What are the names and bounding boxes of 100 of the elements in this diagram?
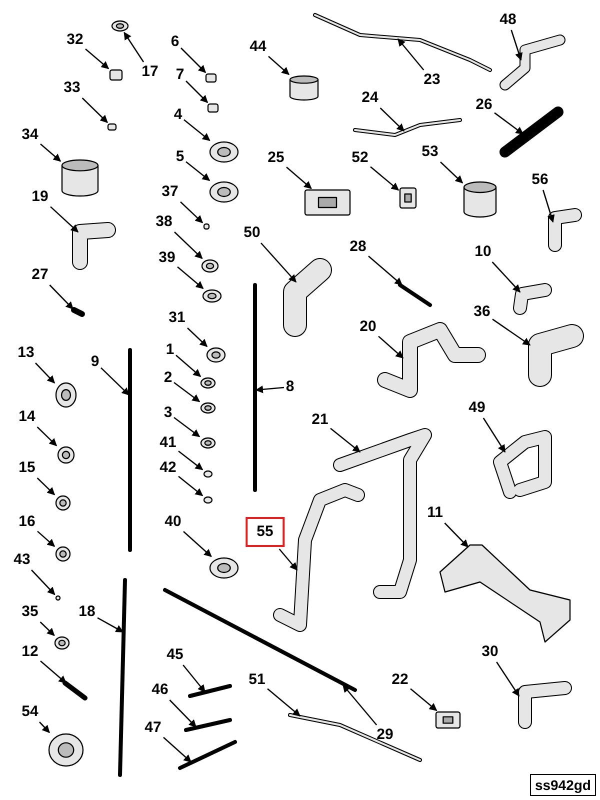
callout-number: 55 (246, 517, 284, 547)
callout-number: 45 (166, 647, 184, 663)
leader-line (510, 30, 523, 61)
callout-number: 11 (427, 505, 443, 521)
block-part (207, 103, 219, 113)
pipe-drawing (500, 34, 566, 90)
drawing-id: ss942gd (530, 774, 596, 796)
round-part (57, 446, 75, 464)
callout-number: 25 (268, 150, 284, 166)
leader-line (342, 684, 378, 726)
leader-line (368, 256, 403, 286)
leader-line (542, 190, 555, 223)
callout-number: 52 (352, 150, 368, 166)
leader-line (182, 664, 206, 693)
round-part (55, 382, 77, 408)
leader-line (50, 206, 79, 233)
leader-line (174, 416, 200, 438)
leader-line (255, 386, 284, 394)
leader-line (176, 354, 202, 377)
leader-line (180, 201, 204, 224)
callout-number: 3 (164, 405, 172, 421)
callout-number: 32 (66, 32, 84, 48)
callout-number: 23 (424, 72, 440, 88)
leader-line (177, 266, 204, 289)
pipe-drawing (518, 681, 572, 729)
round-part (209, 181, 239, 203)
callout-number: 42 (160, 460, 176, 476)
round-part (202, 289, 222, 303)
leader-line (82, 98, 108, 124)
round-part (209, 557, 239, 579)
cylinder-part (61, 159, 99, 197)
leader-line (36, 426, 58, 446)
callout-number: 16 (18, 514, 36, 530)
round-part (203, 496, 213, 504)
leader-line (180, 48, 206, 74)
pipe-drawing (513, 283, 552, 315)
pipe-drawing (493, 430, 552, 499)
callout-number: 14 (18, 409, 36, 425)
callout-number: 40 (164, 514, 182, 530)
callout-number: 28 (350, 239, 366, 255)
rod-part (500, 106, 564, 158)
callout-number: 51 (248, 672, 266, 688)
leader-line (40, 622, 55, 636)
callout-number: 9 (90, 354, 100, 370)
callout-number: 29 (376, 727, 394, 743)
leader-line (370, 166, 400, 191)
leader-line (97, 617, 124, 633)
callout-number: 8 (286, 379, 294, 395)
round-part (200, 437, 216, 449)
leader-line (169, 700, 197, 728)
leader-line (178, 450, 204, 470)
leader-line (492, 262, 521, 293)
round-part (48, 733, 84, 767)
callout-number: 43 (14, 552, 30, 568)
cylinder-part (289, 75, 319, 101)
pipe-drawing (313, 13, 492, 72)
callout-number: 37 (162, 184, 178, 200)
block-part (109, 69, 123, 81)
round-part (54, 636, 70, 650)
callout-number: 4 (174, 107, 182, 123)
leader-line (31, 570, 56, 596)
callout-number: 1 (166, 342, 174, 358)
leader-line (186, 161, 210, 181)
callout-number: 5 (176, 149, 184, 165)
round-part (55, 595, 61, 601)
block-part (304, 189, 351, 216)
block-part (205, 73, 217, 83)
rod-part (188, 684, 232, 698)
callout-number: 19 (32, 189, 48, 205)
pipe-drawing (283, 258, 332, 337)
leader-line (40, 144, 62, 162)
round-part (209, 141, 239, 163)
callout-number: 15 (18, 460, 36, 476)
leader-line (187, 328, 208, 348)
callout-number: 10 (474, 244, 492, 260)
callout-number: 13 (18, 345, 34, 361)
callout-number: 46 (152, 682, 168, 698)
callout-number: 24 (362, 90, 378, 106)
leader-line (278, 548, 298, 571)
callout-number: 48 (500, 12, 516, 28)
round-part (55, 546, 71, 562)
leader-line (494, 112, 524, 135)
leader-line (260, 242, 297, 283)
leader-line (496, 662, 520, 697)
callout-number: 50 (244, 225, 260, 241)
callout-number: 34 (22, 127, 38, 143)
round-part (203, 470, 213, 478)
callout-number: 56 (532, 172, 548, 188)
block-part (203, 223, 210, 230)
pipe-drawing (528, 324, 584, 387)
pipe-drawing (439, 544, 571, 643)
block-part (435, 711, 461, 729)
round-part (201, 259, 219, 273)
leader-line (444, 522, 469, 548)
pipe-drawing (273, 483, 365, 632)
callout-number: 6 (170, 34, 180, 50)
leader-line (124, 32, 144, 62)
leader-line (174, 382, 200, 402)
rod-part (398, 283, 432, 307)
leader-line (398, 38, 424, 70)
